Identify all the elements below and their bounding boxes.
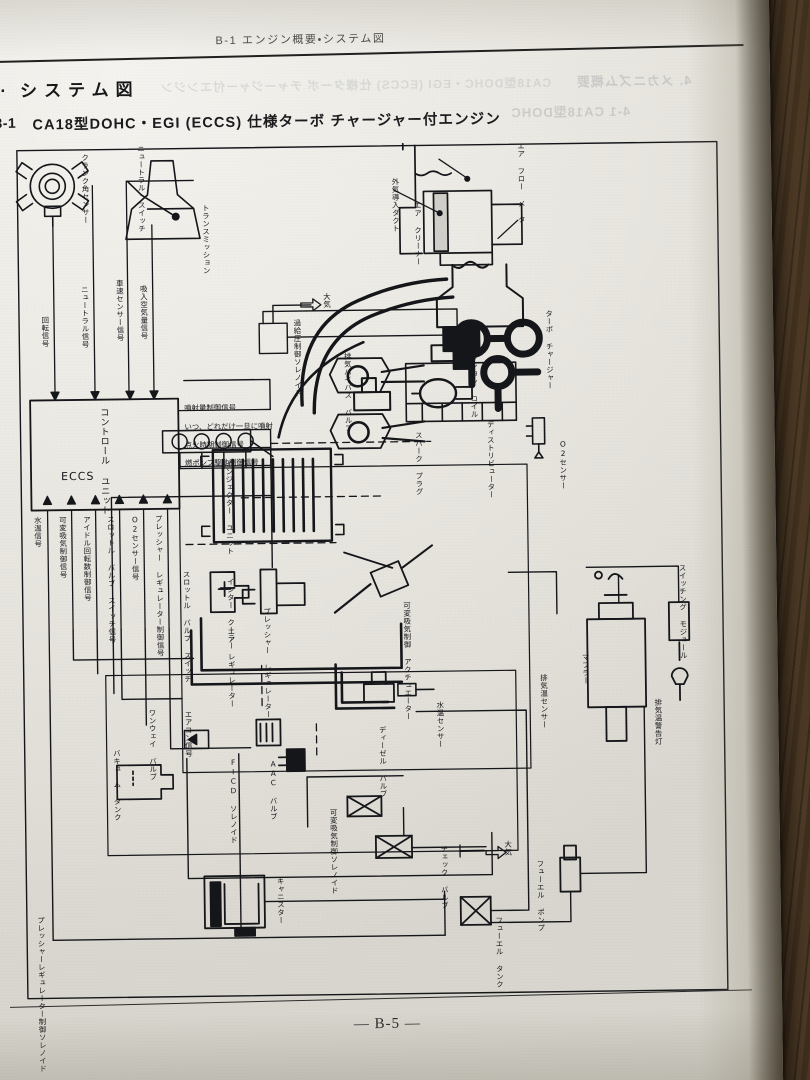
fuel-pump-icon xyxy=(559,844,582,893)
page-content: 4. メカニズム概要 4-1 CA18型DOHC CA18型DOHC・EGI (… xyxy=(0,33,752,1080)
label-output-signal: 燃ポンプ駆動制御信号 xyxy=(184,457,259,468)
variable-intake-solenoid-icon xyxy=(346,795,414,859)
label-atmosphere-vent: 大気 xyxy=(503,840,513,857)
label-distributor: ディストリビューター xyxy=(486,420,497,499)
engine-block xyxy=(404,361,518,423)
label-output-signal: いつ、どれだけ一旦に噴射 xyxy=(184,421,273,432)
label-air-cleaner: エア クリーナー xyxy=(413,201,424,266)
diagram-svg xyxy=(15,140,729,1000)
intake-hoses xyxy=(300,277,455,415)
label-pressure-regulator: プレッシャー レギュレーター xyxy=(262,607,273,719)
eccs-unit-label-secondary: コントロール ユニット xyxy=(97,407,111,516)
signal-dashed-links xyxy=(185,440,432,756)
label-atmosphere-vent: 大気 xyxy=(322,292,332,309)
label-input-signal: アイドル回転数制御信号 xyxy=(82,515,93,602)
air-regulator-icon xyxy=(209,571,250,614)
throttle-body-assembly xyxy=(435,260,525,329)
label-vacuum-tank: バキューム タンク xyxy=(112,749,123,822)
section-number: 3. xyxy=(0,76,7,97)
label-exhaust-bypass-valve: 排気バイパス バルブ xyxy=(343,352,354,433)
label-throttle-valve-switch: スロットル バルブ スイッチ xyxy=(182,570,193,684)
crank-angle-sensor-icon xyxy=(15,161,90,228)
diesel-valve-icon xyxy=(362,671,395,704)
pressure-regulator-icon xyxy=(241,568,306,615)
label-input-signal: O2センサー信号 xyxy=(130,515,141,581)
label-exhaust-temp-sensor: 排気温センサー xyxy=(539,673,550,729)
label-aac-valve: AAC バルブ xyxy=(268,759,279,821)
muffler-icon xyxy=(586,570,648,742)
label-muffler: マフラー xyxy=(581,653,591,685)
check-valve-icon xyxy=(459,895,492,926)
label-input-signal: ニュートラル信号 xyxy=(80,285,91,349)
label-diesel-valve: ディーゼル バルブ xyxy=(378,725,389,798)
o2-sensor-icon xyxy=(525,417,546,459)
subsection-title: CA18型DOHC・EGI (ECCS) 仕様ターボ チャージャー付エンジン xyxy=(32,111,501,134)
air-cleaner-icon xyxy=(398,142,523,267)
label-neutral-switch: ニュートラル スイッチ xyxy=(136,145,147,233)
label-input-signal: 吸入空気量信号 xyxy=(139,285,150,340)
label-water-temp-sensor: 水温センサー xyxy=(435,701,446,749)
air-flow-meter-lead xyxy=(392,158,519,240)
variable-intake-actuator-icon xyxy=(333,544,434,614)
label-air-flow-meter: エア フロー メーター xyxy=(516,142,527,232)
label-crank-angle-sensor: クランク角センサー xyxy=(80,153,91,225)
label-output-signal: 噴射量制御信号 xyxy=(184,402,237,413)
vacuum-tank-icon xyxy=(116,764,175,801)
label-spark-plug: スパーク プラグ xyxy=(414,431,425,496)
label-fuel-pump: フューエル ポンプ xyxy=(535,859,546,932)
label-output-signal: 点火時期制御信号 xyxy=(184,439,244,450)
ficd-solenoid-icon xyxy=(255,718,282,747)
label-turbocharger: ターボ チャージャー xyxy=(544,309,555,390)
label-input-signal: 可変吸気制御信号 xyxy=(58,516,69,579)
label-input-signal: 水温信号 xyxy=(33,516,43,548)
engine-system-diagram: 回転信号 ニュートラル信号 車速センサー信号 吸入空気量信号 コントロール ユニ… xyxy=(0,131,745,1080)
label-fuel-tank: フューエル タンク xyxy=(494,916,505,989)
label-air-conditioner-signal: エアコン信号 xyxy=(183,710,194,758)
bleed-through-text: CA18型DOHC・EGI (ECCS) 仕様ターボ チャージャー付エンジン xyxy=(159,75,552,95)
label-ignition-coil: イグニッション コイル xyxy=(468,330,480,419)
label-outside-air-duct: 外気導入ダクト xyxy=(390,177,401,233)
fuel-plumbing xyxy=(189,617,404,686)
label-boost-control-solenoid: 過給圧制御ソレノイド xyxy=(292,319,303,398)
transmission-icon xyxy=(125,159,201,241)
water-temperature-sensor-icon xyxy=(334,663,396,710)
label-input-signal: 回転信号 xyxy=(40,316,51,348)
eccs-unit-label-primary: ECCS xyxy=(61,469,95,484)
boost-control-plumbing xyxy=(258,304,458,355)
label-air-regulator: エア レギュレーター xyxy=(226,627,237,708)
canister-icon xyxy=(203,874,266,937)
label-variable-intake-actuator: 可変吸気制御 アクチュエーター xyxy=(402,601,414,721)
label-variable-intake-solenoid: 可変吸気制御ソレノイド xyxy=(329,808,340,895)
label-check-valve: チェック バルブ xyxy=(439,845,450,910)
label-injector-unit: インジェクター ユニット xyxy=(224,459,235,556)
label-transmission: トランスミッション xyxy=(201,204,212,275)
eccs-control-unit-box xyxy=(29,397,181,512)
label-o2-sensor: O2センサー xyxy=(558,439,569,490)
label-input-signal: 車速センサー信号 xyxy=(115,279,126,342)
subsection-number: 3-1 xyxy=(0,114,17,132)
label-ficd-solenoid: FICD ソレノイド xyxy=(228,757,239,845)
manual-page-sheet: 4. メカニズム概要 4-1 CA18型DOHC CA18型DOHC・EGI (… xyxy=(0,0,784,1080)
label-input-signal: プレッシャー レギュレーター制御信号 xyxy=(154,514,166,657)
label-input-signal: スロットル バルブ スイッチ信号 xyxy=(106,515,117,644)
wiring-harness xyxy=(49,378,648,942)
injector-unit-icon xyxy=(161,428,274,470)
bleed-through-text: 4-1 CA18型DOHC xyxy=(510,103,631,121)
cylinder-head-assembly xyxy=(328,343,474,450)
label-canister: キャニスター xyxy=(276,877,286,925)
aac-valve-icon xyxy=(277,748,306,773)
label-one-way-valve: ワンウェイ バルブ xyxy=(147,708,158,781)
section-title: システム図 xyxy=(19,80,140,101)
atmosphere-vent-arrow xyxy=(300,298,322,312)
